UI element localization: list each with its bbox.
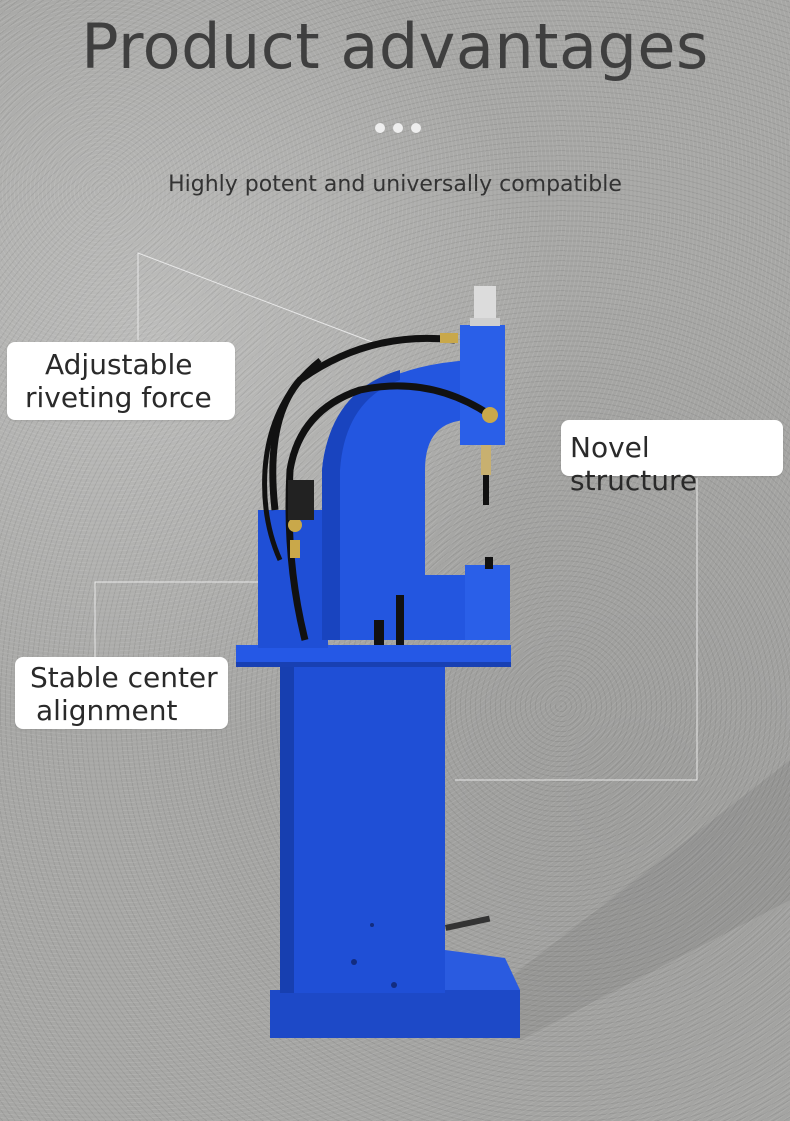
callout-line: alignment: [36, 694, 178, 727]
callout-line: Novel structure: [570, 431, 698, 497]
page-subtitle: Highly potent and universally compatible: [168, 172, 622, 197]
dot: [375, 123, 385, 133]
callout-line: Adjustable: [45, 348, 193, 381]
callout-adjustable-force: Adjustable riveting force: [7, 342, 235, 420]
callout-line: riveting force: [25, 381, 212, 414]
callout-stable-alignment: Stable center alignment: [15, 657, 228, 729]
dot: [393, 123, 403, 133]
callout-novel-structure: Novel structure: [561, 420, 783, 497]
dot: [411, 123, 421, 133]
callout-line: Stable center: [30, 661, 218, 694]
page-title: Product advantages: [81, 10, 709, 83]
decorative-dots: [375, 123, 421, 133]
